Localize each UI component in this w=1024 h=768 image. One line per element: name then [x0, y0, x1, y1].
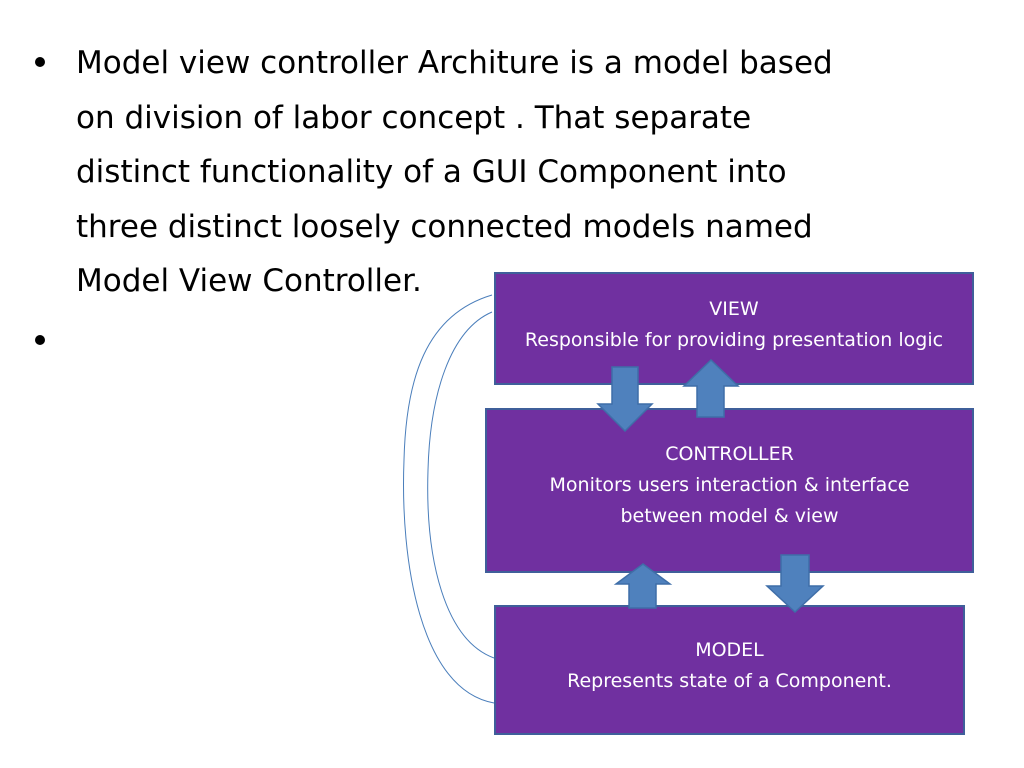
bullet-dot: [35, 57, 45, 67]
model-view-connector-inner: [427, 311, 495, 659]
controller-box: CONTROLLER Monitors users interaction & …: [485, 408, 974, 573]
model-title: MODEL: [695, 639, 764, 661]
bullet-line: on division of labor concept . That sepa…: [76, 99, 752, 136]
bullet-line: Model View Controller.: [76, 263, 422, 299]
arrow-up-icon: [613, 563, 673, 609]
bullet-line: distinct functionality of a GUI Componen…: [76, 154, 787, 190]
bullet-dot: [35, 335, 45, 345]
model-view-connector-outer: [403, 294, 495, 704]
model-box: MODEL Represents state of a Component.: [494, 605, 965, 735]
arrow-down-icon: [596, 366, 654, 433]
view-box: VIEW Responsible for providing presentat…: [494, 272, 974, 385]
controller-title: CONTROLLER: [665, 443, 794, 465]
view-description: Responsible for providing presentation l…: [524, 328, 944, 351]
view-title: VIEW: [709, 297, 759, 320]
arrow-up-icon: [682, 358, 740, 418]
model-description: Represents state of a Component.: [567, 670, 892, 692]
bullet-line: Model view controller Architure is a mod…: [76, 45, 833, 81]
bullet-line: three distinct loosely connected models …: [76, 208, 813, 245]
controller-description-line2: between model & view: [620, 505, 839, 527]
bullet-text: Model view controller Architure is a mod…: [76, 36, 1006, 309]
controller-description-line1: Monitors users interaction & interface: [549, 474, 910, 496]
arrow-down-icon: [765, 554, 825, 614]
